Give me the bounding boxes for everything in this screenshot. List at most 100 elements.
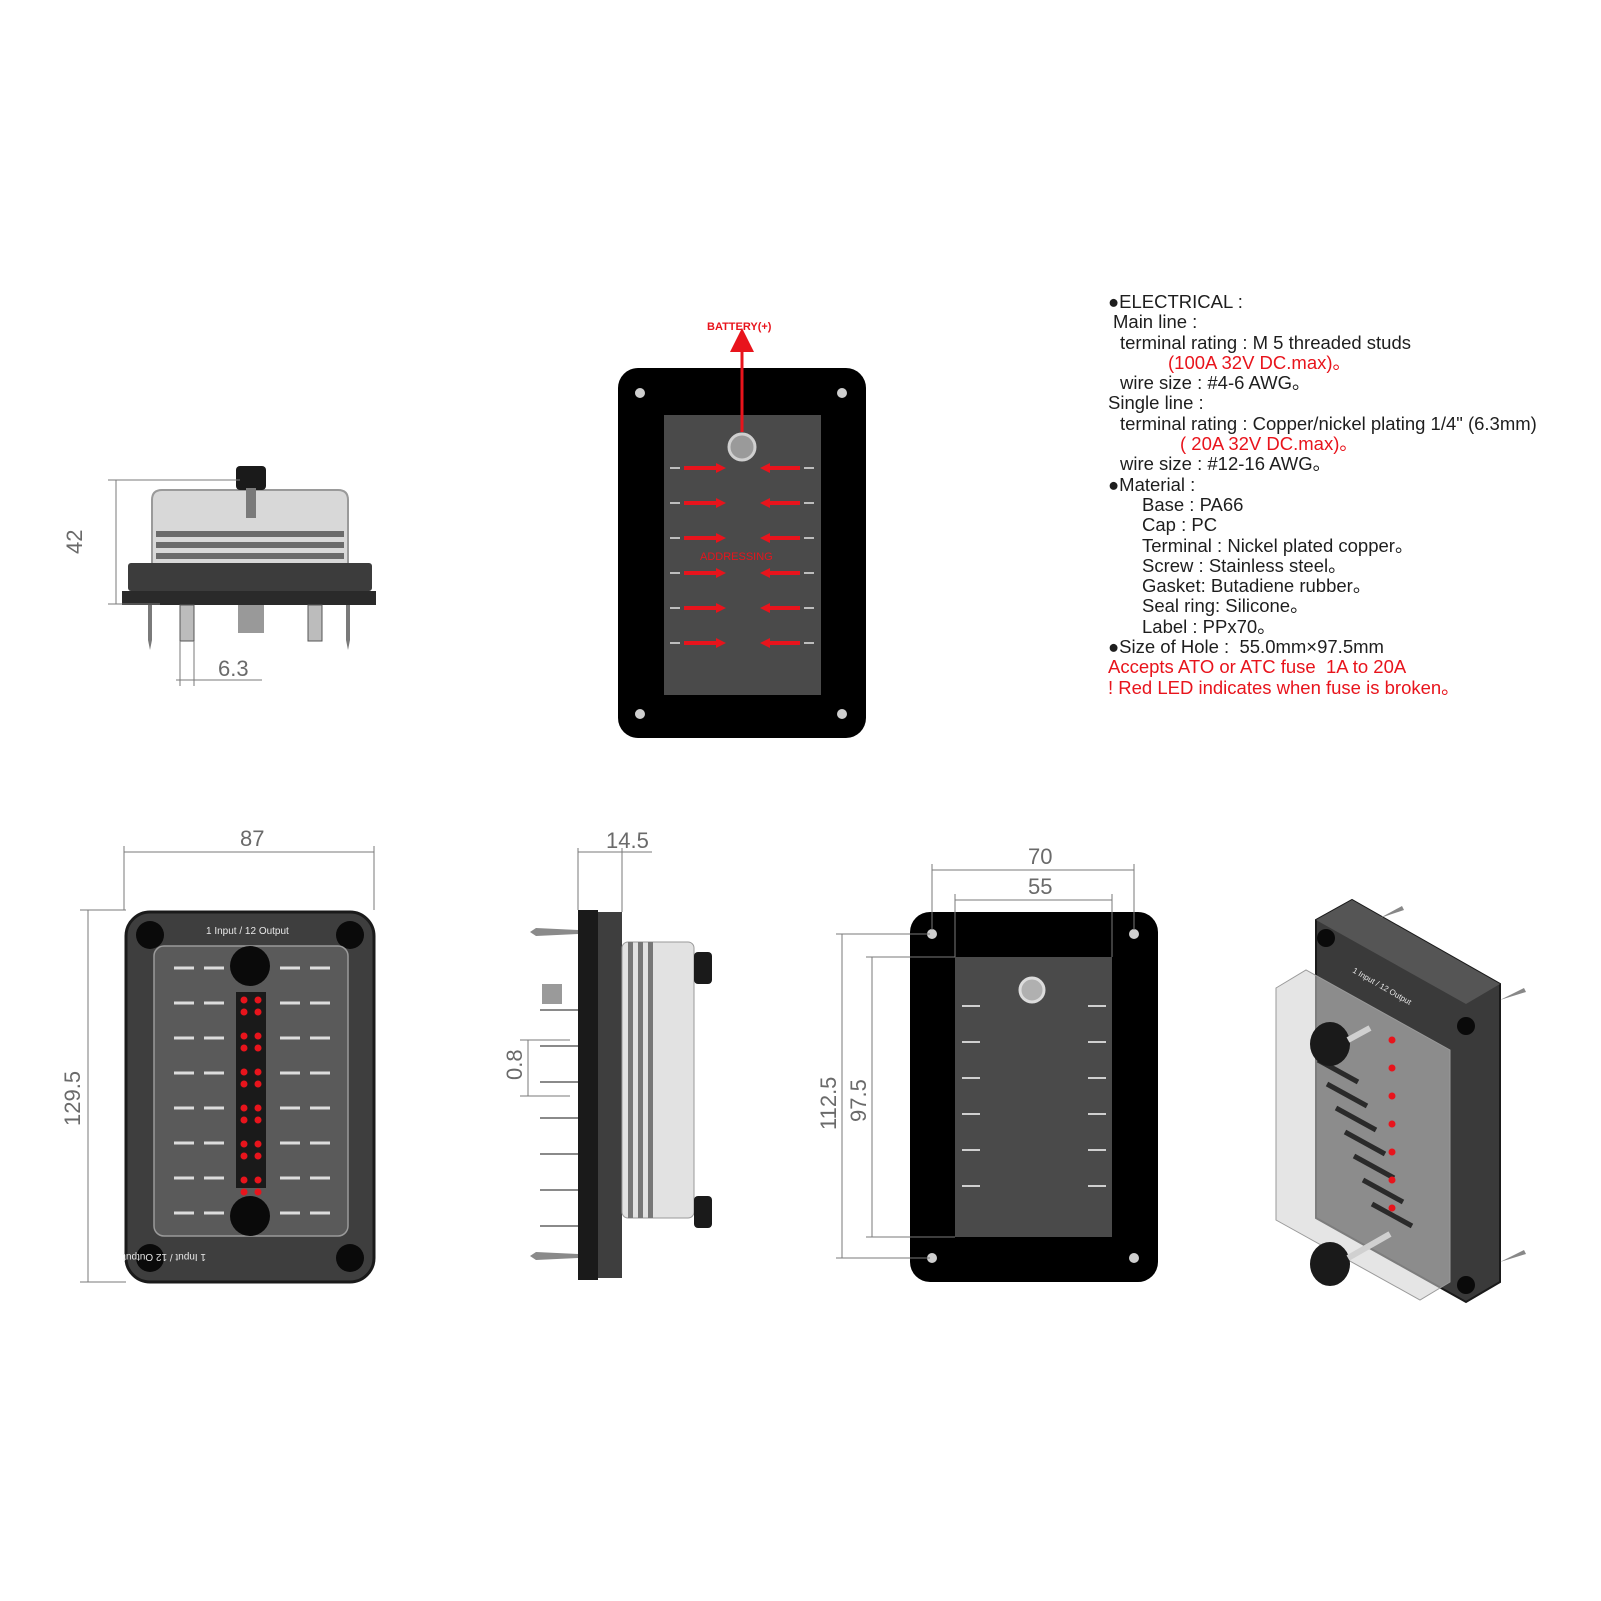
spec-line: ●Size of Hole : 55.0mm×97.5mm xyxy=(1108,636,1384,658)
arrow-head xyxy=(716,533,726,543)
panel-label-top: 1 Input / 12 Output xyxy=(206,926,289,937)
spec-line: Seal ring: Silicone。 xyxy=(1142,595,1309,617)
mount-hole xyxy=(635,709,645,719)
knob-stem xyxy=(246,488,256,518)
iso-led xyxy=(1388,1148,1396,1156)
arrow-head xyxy=(760,533,770,543)
iso-led xyxy=(1388,1036,1396,1044)
stud xyxy=(238,605,264,633)
specification-list: ●ELECTRICAL :Main line :terminal rating … xyxy=(1108,291,1588,698)
led xyxy=(240,996,248,1004)
screw xyxy=(148,605,152,650)
led xyxy=(254,1068,262,1076)
hole-panel xyxy=(664,415,821,695)
led xyxy=(240,1044,248,1052)
arrow-head xyxy=(716,568,726,578)
stud xyxy=(542,984,562,1004)
led xyxy=(240,1104,248,1112)
cover-rib xyxy=(156,542,344,548)
mount-hole xyxy=(635,388,645,398)
led xyxy=(240,1080,248,1088)
side-profile-view: 14.5 0.8 xyxy=(502,828,712,1280)
iso-fuse xyxy=(1343,1129,1387,1157)
cover-rib xyxy=(156,531,344,537)
spec-line: ●ELECTRICAL : xyxy=(1108,291,1243,312)
arrow-head xyxy=(716,638,726,648)
corner-screw xyxy=(1457,1276,1475,1294)
terminals xyxy=(540,984,578,1227)
led xyxy=(254,1188,262,1196)
spec-line: terminal rating : Copper/nickel plating … xyxy=(1120,412,1537,434)
mount-hole xyxy=(927,929,937,939)
hole-panel xyxy=(955,957,1112,1237)
led xyxy=(254,1152,262,1160)
cover-knob xyxy=(1310,1242,1350,1286)
arrow-head xyxy=(716,498,726,508)
mount-hole xyxy=(927,1253,937,1263)
dim-height-side: 42 xyxy=(62,530,87,554)
arrow-head xyxy=(716,603,726,613)
arrow-head xyxy=(760,463,770,473)
spec-line: Base : PA66 xyxy=(1142,493,1244,515)
screw xyxy=(346,605,350,650)
dim-depth-side: 14.5 xyxy=(606,828,649,853)
knob-profile xyxy=(694,1196,712,1228)
dim-hole-height: 97.5 xyxy=(846,1079,871,1122)
iso-screw xyxy=(1500,1250,1526,1262)
spec-line: Cap : PC xyxy=(1142,514,1218,536)
led xyxy=(240,1032,248,1040)
spec-line: terminal rating : M 5 threaded studs xyxy=(1120,331,1412,353)
cover-knob xyxy=(230,1196,270,1236)
iso-fuse xyxy=(1361,1177,1405,1205)
dim-hole-spacing-vertical: 112.5 xyxy=(816,1077,841,1130)
iso-fuse xyxy=(1370,1201,1414,1229)
corner-screw xyxy=(336,921,364,949)
cover-rib xyxy=(628,942,633,1218)
fuse-slots xyxy=(174,966,330,1215)
iso-led xyxy=(1388,1204,1396,1212)
battery-label: BATTERY(+) xyxy=(707,321,772,333)
terminal xyxy=(179,604,195,642)
spec-line: wire size : #12-16 AWG。 xyxy=(1120,453,1332,475)
led xyxy=(240,1140,248,1148)
knob-stem xyxy=(1346,1231,1392,1261)
led xyxy=(254,1032,262,1040)
corner-screw xyxy=(136,1244,164,1272)
spec-line: Gasket: Butadiene rubber。 xyxy=(1142,575,1372,597)
spec-line: wire size : #4-6 AWG。 xyxy=(1120,372,1311,394)
spec-line: Label : PPx70。 xyxy=(1142,615,1276,637)
knob-stem xyxy=(1346,1025,1372,1043)
iso-fuse xyxy=(1325,1081,1369,1109)
dim-terminal-thickness: 0.8 xyxy=(502,1049,527,1080)
led xyxy=(240,1068,248,1076)
output-arrows xyxy=(670,463,814,648)
iso-fuse xyxy=(1334,1105,1378,1133)
arrow-head xyxy=(716,463,726,473)
mount-hole xyxy=(837,388,847,398)
led xyxy=(240,1008,248,1016)
dim-hole-width: 55 xyxy=(1028,874,1052,899)
cover-rib xyxy=(156,553,344,559)
led xyxy=(254,1140,262,1148)
top-view-wiring: ADDRESSING BATTERY(+) xyxy=(618,321,866,738)
iso-screw xyxy=(1380,906,1404,918)
mounting-hole-view: 70 55 112.5 97.5 xyxy=(816,844,1158,1282)
cover-knob xyxy=(230,946,270,986)
corner-screw xyxy=(336,1244,364,1272)
cover-rib xyxy=(648,942,653,1218)
spec-line: Accepts ATO or ATC fuse 1A to 20A xyxy=(1108,656,1407,678)
arrow-head xyxy=(760,498,770,508)
corner-screw xyxy=(136,921,164,949)
iso-screw xyxy=(1500,988,1526,1000)
mount-hole xyxy=(837,709,847,719)
terminal xyxy=(307,604,323,642)
led xyxy=(254,1104,262,1112)
arrow-head xyxy=(760,638,770,648)
top-marking: ADDRESSING xyxy=(700,551,773,563)
spec-line: ( 20A 32V DC.max)。 xyxy=(1180,433,1358,455)
leds xyxy=(240,996,262,1196)
front-view: 1 Input / 12 Output 1 Input / 12 Output … xyxy=(60,826,376,1284)
dim-width-front: 87 xyxy=(240,826,264,851)
arrow-head xyxy=(760,568,770,578)
